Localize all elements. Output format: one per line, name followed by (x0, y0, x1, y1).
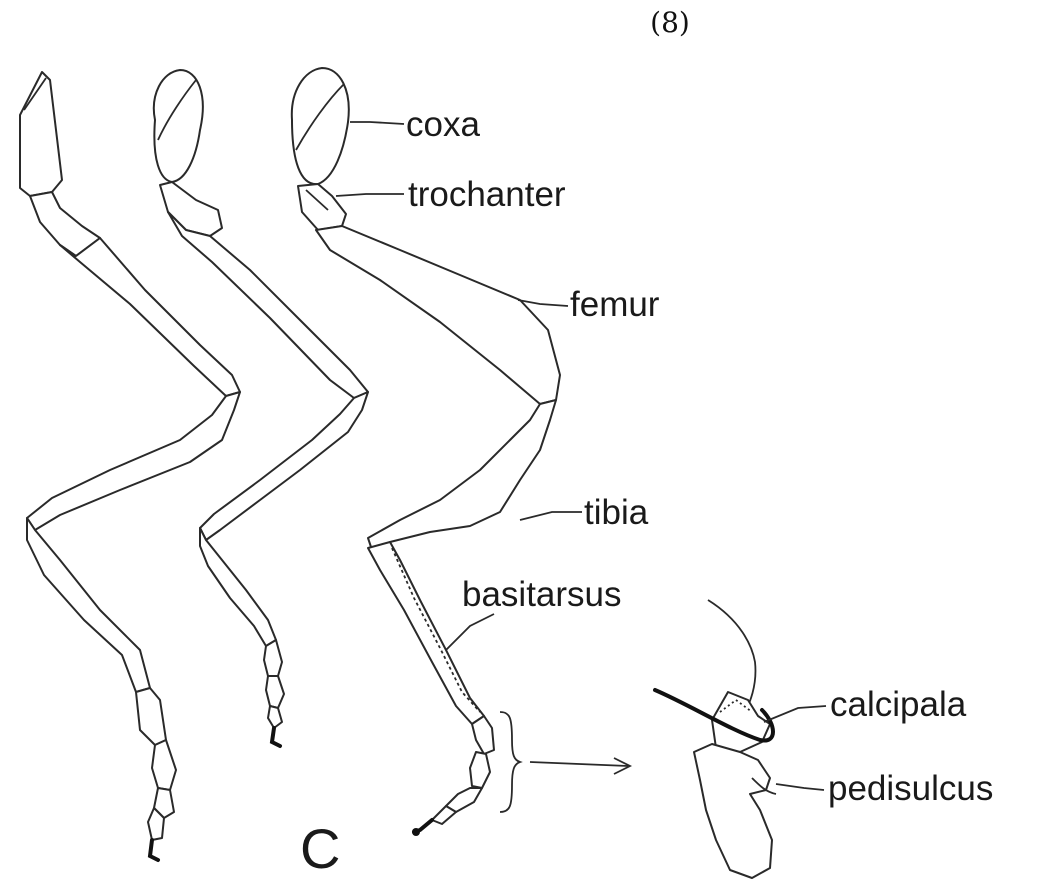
mid-leg-basitarsus (200, 528, 276, 646)
pedisulcus-callout: pedisulcus (776, 769, 993, 808)
mid-leg-trochanter (160, 182, 222, 236)
fore-leg-basitarsus (27, 518, 150, 692)
coxa-callout: coxa (350, 105, 480, 144)
fore-leg (20, 72, 240, 860)
enlargement-arrow-line (530, 762, 628, 766)
trochanter-callout: trochanter (336, 175, 566, 214)
fore-leg-tibia (27, 392, 240, 530)
tibia-label: tibia (584, 493, 649, 532)
coxa-label: coxa (406, 105, 480, 144)
basitarsus-callout: basitarsus (446, 575, 622, 650)
femur-callout: femur (518, 285, 660, 324)
calcipala-callout: calcipala (764, 685, 967, 724)
hind-leg-coxa (292, 68, 349, 184)
hind-leg-tibia (368, 400, 556, 550)
trochanter-label: trochanter (408, 175, 566, 214)
panel-letter: C (300, 817, 340, 880)
femur-label: femur (570, 285, 660, 324)
hind-leg-basitarsus (368, 542, 484, 724)
fore-leg-coxa (20, 72, 62, 196)
calcipala-label: calcipala (830, 685, 967, 724)
tarsus-bracket (500, 712, 520, 812)
basitarsus-label: basitarsus (462, 575, 622, 614)
basitarsus-detail (655, 600, 776, 878)
hind-leg-trochanter (298, 184, 346, 230)
mid-leg-coxa (154, 70, 203, 182)
mid-leg (154, 70, 368, 746)
pedisulcus-label: pedisulcus (828, 769, 993, 808)
tibia-callout: tibia (520, 493, 649, 532)
second-tarsomere (694, 744, 772, 878)
